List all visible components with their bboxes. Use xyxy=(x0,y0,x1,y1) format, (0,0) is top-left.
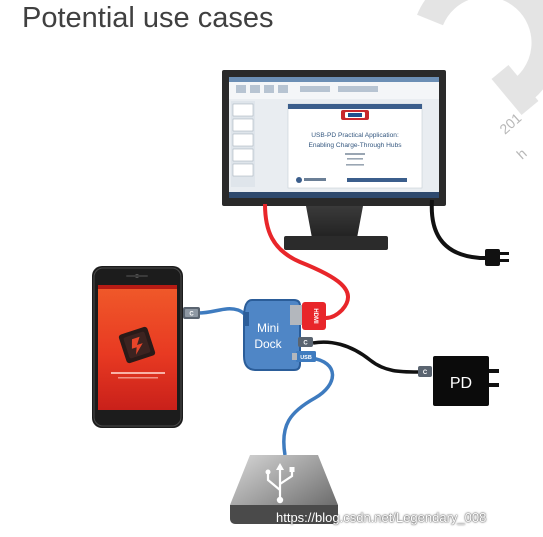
slide-footer xyxy=(296,177,407,183)
pd-charger: C PD xyxy=(418,356,499,406)
watermark-text: 201 h xyxy=(496,110,530,163)
taskbar xyxy=(229,192,439,198)
charger-cable xyxy=(312,340,419,374)
slide-title-line2: Enabling Charge-Through Hubs xyxy=(308,142,402,149)
monitor-stand-base xyxy=(284,236,388,250)
dock-plug-c-label: C xyxy=(303,341,308,347)
charger-plug-c-label: C xyxy=(423,370,428,376)
power-plug-icon xyxy=(485,249,509,266)
slide-title-line1: USB-PD Practical Application: xyxy=(311,132,399,139)
mini-dock: Mini Dock HDMI C USB xyxy=(243,299,326,371)
watermark-url: https://blog.csdn.net/Legendary_008 xyxy=(276,510,487,525)
usb-plug-label: USB xyxy=(300,355,312,361)
phone-usbc-cable xyxy=(197,307,250,320)
smartphone: C xyxy=(92,266,200,428)
svg-text:h: h xyxy=(513,145,530,162)
dock-label-line1: Mini xyxy=(257,321,279,335)
app-ribbon xyxy=(229,77,439,99)
dock-body xyxy=(243,299,301,371)
dock-usbc-plug: C xyxy=(298,337,313,347)
drive-usb-cable xyxy=(282,356,335,456)
watermark-logo xyxy=(417,0,543,116)
snapdragon-logo-icon xyxy=(118,326,156,364)
ribbon-buttons xyxy=(236,85,378,93)
dock-label-line2: Dock xyxy=(254,337,282,351)
phone-plug-c-label: C xyxy=(189,312,194,318)
monitor: USB-PD Practical Application: Enabling C… xyxy=(222,70,446,250)
phone-usbc-plug: C xyxy=(183,307,200,319)
dock-usb-plug: USB xyxy=(292,351,316,362)
usb-if-logo-icon xyxy=(341,110,369,120)
charger-usbc-plug xyxy=(418,366,432,377)
page-title: Potential use cases xyxy=(22,2,274,34)
charger-body xyxy=(433,356,489,406)
external-drive xyxy=(230,455,338,524)
hdmi-plug: HDMI xyxy=(290,302,326,330)
monitor-stand-neck xyxy=(306,206,363,238)
hdmi-plug-label: HDMI xyxy=(312,308,318,324)
monitor-power-cable xyxy=(429,199,490,260)
usb-trident-icon xyxy=(266,468,294,498)
svg-text:201: 201 xyxy=(496,110,524,138)
hdmi-cable xyxy=(263,203,350,320)
charger-label: PD xyxy=(450,375,472,392)
